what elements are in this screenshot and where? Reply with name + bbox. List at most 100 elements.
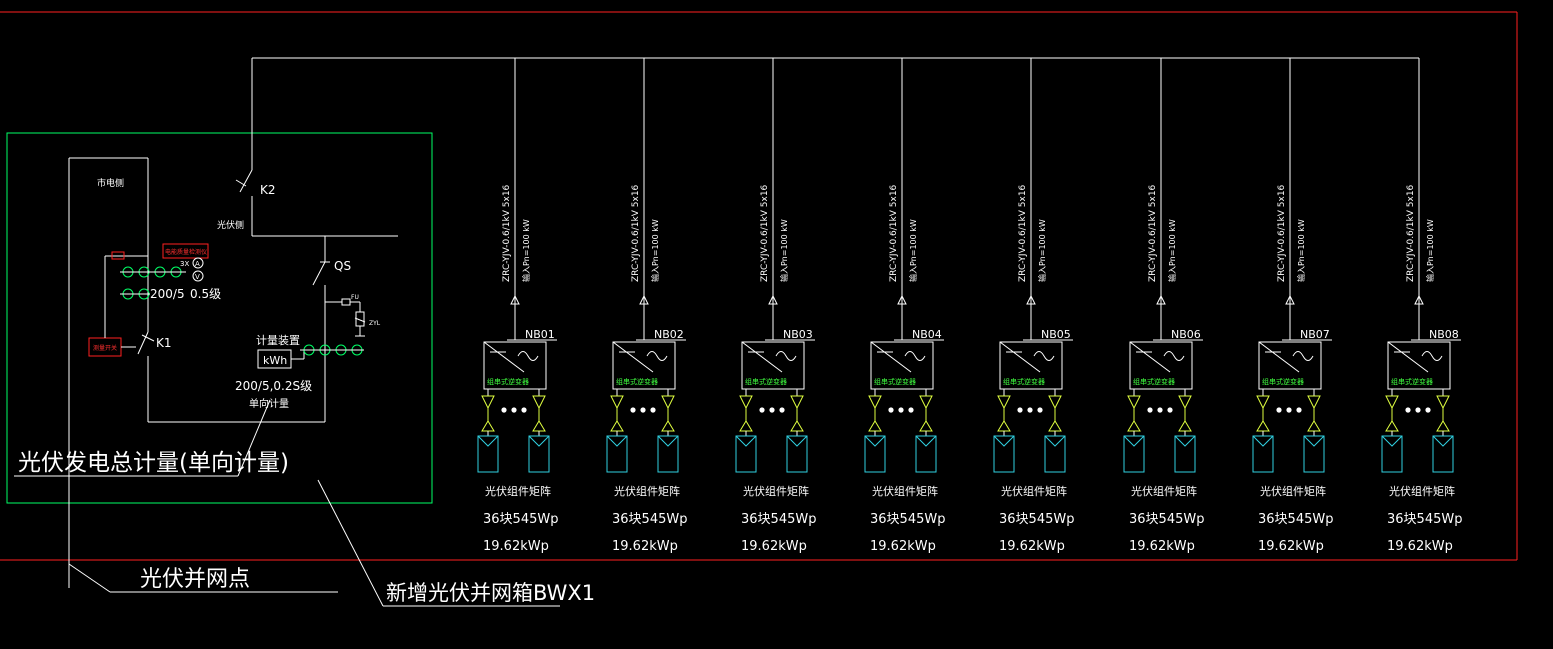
- input-power-label: 输入Pn=100 kW: [779, 219, 789, 282]
- grid-point-title: 光伏并网点: [140, 567, 250, 592]
- drawing-frame: [0, 11, 1518, 561]
- module-count-label: 36块545Wp: [1129, 512, 1204, 527]
- pv-panel: [1044, 435, 1066, 473]
- module-count-label: 36块545Wp: [741, 512, 816, 527]
- inverter-box: [1258, 341, 1322, 390]
- inverter-box: [999, 341, 1063, 390]
- module-count-label: 36块545Wp: [870, 512, 945, 527]
- pv-panel: [1123, 435, 1145, 473]
- pv-panel-mark: [1303, 435, 1325, 447]
- ellipsis-dot: [1415, 407, 1421, 413]
- ac-wave-symbol: [1163, 351, 1185, 361]
- arrow-marker: [510, 294, 520, 305]
- array-capacity-label: 19.62kWp: [1387, 539, 1453, 554]
- pv-panel-mark: [1174, 435, 1196, 447]
- inverter-box: [483, 341, 547, 390]
- inverter-type-label: 组串式逆变器: [1262, 377, 1304, 386]
- ct-count-label: 3X: [180, 260, 189, 268]
- pv-panel: [1174, 435, 1196, 473]
- string-fuse: [868, 420, 882, 432]
- ac-wave-symbol: [775, 351, 797, 361]
- array-capacity-label: 19.62kWp: [741, 539, 807, 554]
- inverter-id-label: NB03: [783, 328, 813, 341]
- pv-panel-mark: [1044, 435, 1066, 447]
- breaker-k1-label: K1: [156, 336, 172, 350]
- input-power-label: 输入Pn=100 kW: [1037, 219, 1047, 282]
- string-fuse: [1256, 420, 1270, 432]
- inverter-box: [870, 341, 934, 390]
- meter-spec-label: 200/5,0.2S级: [235, 379, 312, 393]
- array-capacity-label: 19.62kWp: [999, 539, 1065, 554]
- inverter-type-label: 组串式逆变器: [1133, 377, 1175, 386]
- inverter-type-label: 组串式逆变器: [1003, 377, 1045, 386]
- pv-panel: [786, 435, 808, 473]
- input-power-label: 输入Pn=100 kW: [1167, 219, 1177, 282]
- inverter-type-label: 组串式逆变器: [487, 377, 529, 386]
- voltmeter-icon: [192, 270, 204, 282]
- inverter-box: [612, 341, 676, 390]
- string-fuse: [790, 395, 804, 410]
- pv-side-label: 光伏侧: [217, 219, 244, 231]
- pv-panel: [1252, 435, 1274, 473]
- string-fuse: [739, 420, 753, 432]
- ellipsis-dot: [521, 407, 527, 413]
- inverter-diagonal: [1129, 341, 1171, 373]
- string-fuse: [997, 420, 1011, 432]
- pv-panel-mark: [657, 435, 679, 447]
- switch-k2-label: K2: [260, 183, 276, 197]
- ellipsis-dot: [888, 407, 894, 413]
- ellipsis-dot: [640, 407, 646, 413]
- string-fuse: [1048, 420, 1062, 432]
- ac-wave-symbol: [904, 351, 926, 361]
- string-fuse: [1178, 395, 1192, 410]
- ellipsis-dot: [630, 407, 636, 413]
- ellipsis-dot: [511, 407, 517, 413]
- module-count-label: 36块545Wp: [1258, 512, 1333, 527]
- cable-spec-label: ZRC-YJV-0.6/1kV 5x16: [1018, 184, 1028, 282]
- input-power-label: 输入Pn=100 kW: [650, 219, 660, 282]
- inverter-type-label: 组串式逆变器: [745, 377, 787, 386]
- inverter-box: [1129, 341, 1193, 390]
- string-fuse: [1436, 420, 1450, 432]
- pv-panel: [1432, 435, 1454, 473]
- arrow-marker: [1414, 294, 1424, 305]
- module-count-label: 36块545Wp: [612, 512, 687, 527]
- inverter-id-label: NB02: [654, 328, 684, 341]
- string-fuse: [481, 420, 495, 432]
- ellipsis-dot: [898, 407, 904, 413]
- relay-box-label: 测量开关: [93, 344, 117, 352]
- ac-wave-symbol: [646, 351, 668, 361]
- cable-spec-label: ZRC-YJV-0.6/1kV 5x16: [1406, 184, 1416, 282]
- pv-panel: [993, 435, 1015, 473]
- ac-wave-symbol: [1421, 351, 1443, 361]
- string-fuse: [790, 420, 804, 432]
- pv-panel-mark: [1381, 435, 1403, 447]
- array-name-label: 光伏组件矩阵: [743, 484, 809, 498]
- array-capacity-label: 19.62kWp: [1129, 539, 1195, 554]
- inverter-branch: ZRC-YJV-0.6/1kV 5x16 输入Pn=100 kW NB06 组串式逆变…: [1123, 58, 1204, 554]
- inverter-id-label: NB01: [525, 328, 555, 341]
- pv-panel: [528, 435, 550, 473]
- string-fuse: [1127, 420, 1141, 432]
- input-power-label: 输入Pn=100 kW: [521, 219, 531, 282]
- pv-panel-mark: [606, 435, 628, 447]
- pv-panel: [864, 435, 886, 473]
- string-fuse: [1048, 395, 1062, 410]
- array-name-label: 光伏组件矩阵: [872, 484, 938, 498]
- pv-panel-mark: [786, 435, 808, 447]
- cable-spec-label: ZRC-YJV-0.6/1kV 5x16: [1148, 184, 1158, 282]
- array-capacity-label: 19.62kWp: [870, 539, 936, 554]
- pv-panel-mark: [864, 435, 886, 447]
- string-fuse: [1385, 395, 1399, 410]
- ellipsis-dot: [779, 407, 785, 413]
- switch-k2: K2: [235, 169, 276, 197]
- ellipsis-dot: [650, 407, 656, 413]
- module-count-label: 36块545Wp: [1387, 512, 1462, 527]
- inverter-id-label: NB06: [1171, 328, 1201, 341]
- string-fuse: [1385, 420, 1399, 432]
- ellipsis-dot: [1276, 407, 1282, 413]
- inverter-type-label: 组串式逆变器: [1391, 377, 1433, 386]
- string-fuse: [997, 395, 1011, 410]
- annotation-leaders: [14, 399, 560, 607]
